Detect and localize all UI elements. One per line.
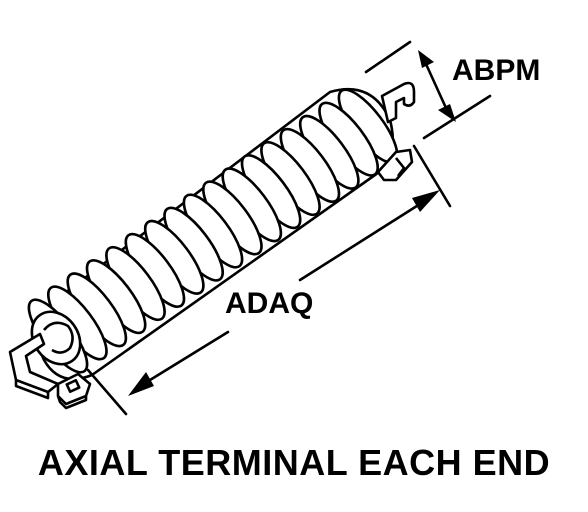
length-arrowhead-right	[412, 190, 440, 212]
left-tab-edge	[56, 395, 88, 410]
length-dimension	[86, 144, 452, 416]
spiral-ribs	[27, 88, 399, 374]
right-foot-detail	[394, 157, 406, 177]
length-arrowheads	[128, 190, 440, 396]
length-arrow-shaft-right	[298, 202, 422, 282]
length-extension-line-right	[412, 144, 452, 208]
right-terminal	[376, 81, 416, 182]
diameter-label: ABPM	[452, 54, 540, 87]
diameter-arrow-shaft	[424, 62, 448, 110]
left-cap-detail	[43, 321, 74, 354]
diagram-caption: AXIAL TERMINAL EACH END	[37, 442, 551, 483]
diameter-arrowhead-top	[418, 50, 434, 68]
diameter-arrowheads	[418, 50, 456, 122]
diameter-extension-line-bottom	[422, 94, 492, 140]
length-arrow-shaft-left	[148, 330, 230, 382]
left-terminal	[8, 332, 92, 410]
right-terminal-hook	[380, 81, 416, 124]
right-terminal-foot	[376, 148, 414, 182]
left-terminal-hole	[65, 378, 81, 394]
length-label: ADAQ	[225, 287, 313, 320]
left-terminal-bracket	[8, 332, 60, 394]
left-terminal-edge	[14, 380, 50, 400]
diameter-dimension	[364, 40, 492, 140]
length-arrowhead-left	[128, 372, 154, 396]
length-extension-line-left	[86, 368, 128, 416]
diameter-arrowhead-bottom	[438, 104, 456, 122]
diameter-extension-line-top	[364, 40, 412, 74]
left-end-cap	[30, 310, 82, 366]
